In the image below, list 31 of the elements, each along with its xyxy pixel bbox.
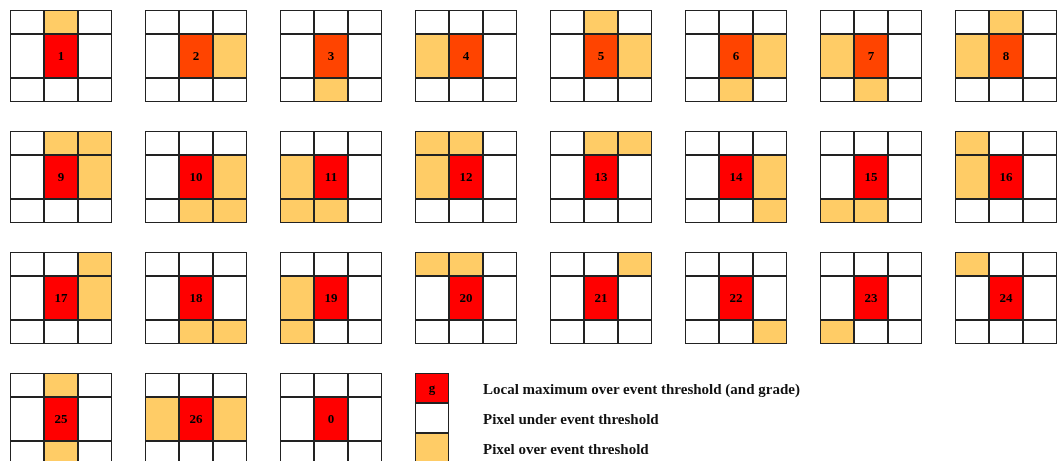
grade-symbol: g: [428, 379, 436, 398]
local-maximum-pixel: 13: [585, 156, 617, 198]
local-maximum-pixel: 8: [990, 35, 1022, 77]
local-maximum-pixel: 7: [855, 35, 887, 77]
local-maximum-pixel: 11: [315, 156, 347, 198]
legend-label: Pixel over event threshold: [483, 440, 649, 459]
legend-label: Pixel under event threshold: [483, 410, 659, 429]
local-maximum-pixel: 1: [45, 35, 77, 77]
local-maximum-pixel: 6: [720, 35, 752, 77]
local-maximum-pixel: 12: [450, 156, 482, 198]
local-maximum-pixel: 17: [45, 277, 77, 319]
local-maximum-pixel: 23: [855, 277, 887, 319]
local-maximum-pixel: 3: [315, 35, 347, 77]
local-maximum-pixel: 15: [855, 156, 887, 198]
local-maximum-pixel: 10: [180, 156, 212, 198]
local-maximum-pixel: 24: [990, 277, 1022, 319]
local-maximum-pixel: 5: [585, 35, 617, 77]
local-maximum-pixel: 16: [990, 156, 1022, 198]
local-maximum-pixel: 14: [720, 156, 752, 198]
local-maximum-pixel: 2: [180, 35, 212, 77]
local-maximum-pixel: 0: [315, 398, 347, 440]
local-maximum-pixel: 19: [315, 277, 347, 319]
local-maximum-pixel: 21: [585, 277, 617, 319]
local-maximum-pixel: 4: [450, 35, 482, 77]
local-maximum-pixel: 22: [720, 277, 752, 319]
local-maximum-pixel: 9: [45, 156, 77, 198]
local-maximum-pixel: 26: [180, 398, 212, 440]
local-maximum-pixel: 20: [450, 277, 482, 319]
local-maximum-pixel: 25: [45, 398, 77, 440]
local-maximum-pixel: 18: [180, 277, 212, 319]
legend-label: Local maximum over event threshold (and grade): [483, 380, 800, 399]
